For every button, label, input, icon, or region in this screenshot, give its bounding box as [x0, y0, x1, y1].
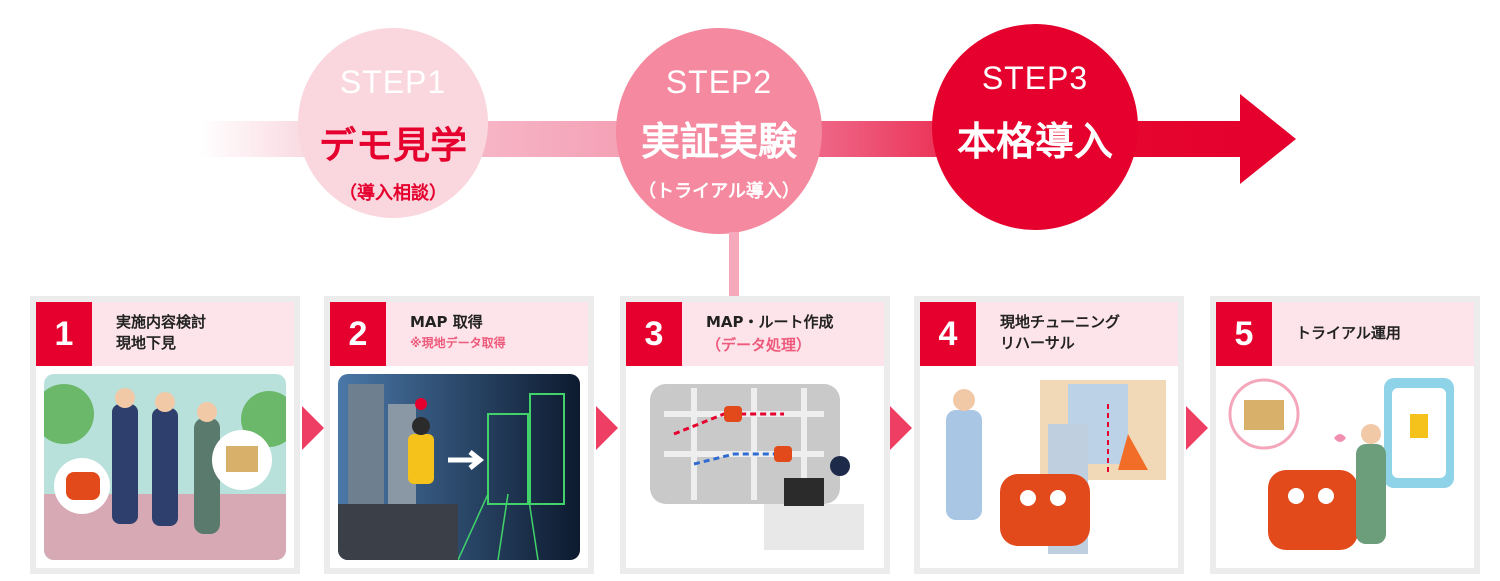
- process-card-3: 3 MAP・ルート作成 （データ処理）: [620, 296, 890, 574]
- step-2-circle: STEP2 実証実験 （トライアル導入）: [616, 28, 822, 234]
- next-chevron-icon: [596, 406, 618, 450]
- card-title: 現地チューニング リハーサル: [1000, 313, 1121, 352]
- step-1-title: デモ見学: [319, 124, 467, 167]
- step-1-circle: STEP1 デモ見学 （導入相談）: [298, 28, 488, 218]
- site-survey-illustration: [44, 374, 286, 560]
- step-3-title: 本格導入: [956, 120, 1113, 165]
- card-header: 3 MAP・ルート作成 （データ処理）: [626, 302, 884, 366]
- card-title: 実施内容検討 現地下見: [116, 313, 207, 352]
- process-card-4: 4 現地チューニング リハーサル: [914, 296, 1184, 574]
- card-header: 1 実施内容検討 現地下見: [36, 302, 294, 366]
- process-card-2: 2 MAP 取得 ※現地データ取得: [324, 296, 594, 574]
- trial-operation-illustration: [1224, 374, 1466, 560]
- next-chevron-icon: [1186, 406, 1208, 450]
- card-title: MAP・ルート作成: [706, 313, 834, 331]
- tuning-rehearsal-illustration: [928, 374, 1170, 560]
- card-number: 5: [1216, 302, 1272, 366]
- step-2-title: 実証実験: [640, 120, 797, 165]
- route-creation-illustration: [634, 374, 876, 560]
- next-chevron-icon: [890, 406, 912, 450]
- next-chevron-icon: [302, 406, 324, 450]
- step-1-subtitle: （導入相談）: [339, 183, 447, 204]
- card-number: 3: [626, 302, 682, 366]
- step-3-label: STEP3: [981, 60, 1089, 96]
- step-2-label: STEP2: [665, 64, 773, 100]
- card-subtitle: ※現地データ取得: [410, 336, 506, 350]
- card-number: 4: [920, 302, 976, 366]
- card-title: MAP 取得: [410, 313, 483, 331]
- step-2-connector: [729, 232, 739, 298]
- step-2-subtitle: （トライアル導入）: [638, 181, 800, 202]
- process-card-5: 5 トライアル運用: [1210, 296, 1480, 574]
- card-number: 1: [36, 302, 92, 366]
- card-number: 2: [330, 302, 386, 366]
- card-header: 2 MAP 取得 ※現地データ取得: [330, 302, 588, 366]
- card-header: 4 現地チューニング リハーサル: [920, 302, 1178, 366]
- map-acquisition-illustration: [338, 374, 580, 560]
- arrow-head-icon: [1240, 94, 1296, 184]
- card-header: 5 トライアル運用: [1216, 302, 1474, 366]
- card-title: トライアル運用: [1296, 324, 1401, 342]
- process-card-1: 1 実施内容検討 現地下見: [30, 296, 300, 574]
- step-3-circle: STEP3 本格導入: [932, 24, 1138, 230]
- card-subtitle: （データ処理）: [706, 336, 812, 354]
- step-1-label: STEP1: [339, 64, 447, 100]
